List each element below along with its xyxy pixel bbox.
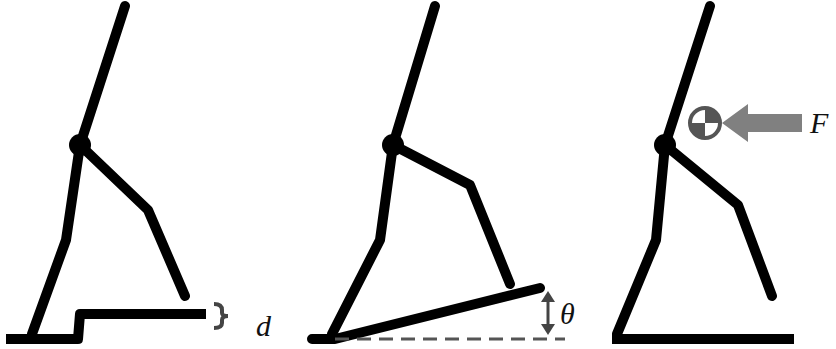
angle-arrowhead [541, 324, 555, 335]
leg [332, 145, 393, 334]
slope-ground [312, 288, 540, 339]
leg [393, 145, 510, 284]
leg [665, 145, 772, 296]
force-arrow [722, 104, 802, 142]
dimension-bracket [214, 304, 228, 328]
step-ground [6, 314, 206, 339]
torso [393, 6, 435, 145]
leg [617, 145, 665, 334]
flat-ground [612, 334, 794, 344]
force-label: F [810, 108, 828, 138]
dimension-label: d [256, 311, 271, 341]
leg [32, 145, 80, 334]
leg [80, 145, 185, 296]
angle-label: θ [560, 299, 575, 329]
hip-joint [654, 134, 676, 156]
hip-joint [69, 134, 91, 156]
reference-line [335, 338, 565, 341]
hip-joint [382, 134, 404, 156]
angle-arrowhead [541, 291, 555, 302]
angle-arrow [547, 300, 550, 326]
com-symbol [690, 108, 720, 138]
torso [80, 6, 125, 145]
torso [665, 6, 710, 145]
